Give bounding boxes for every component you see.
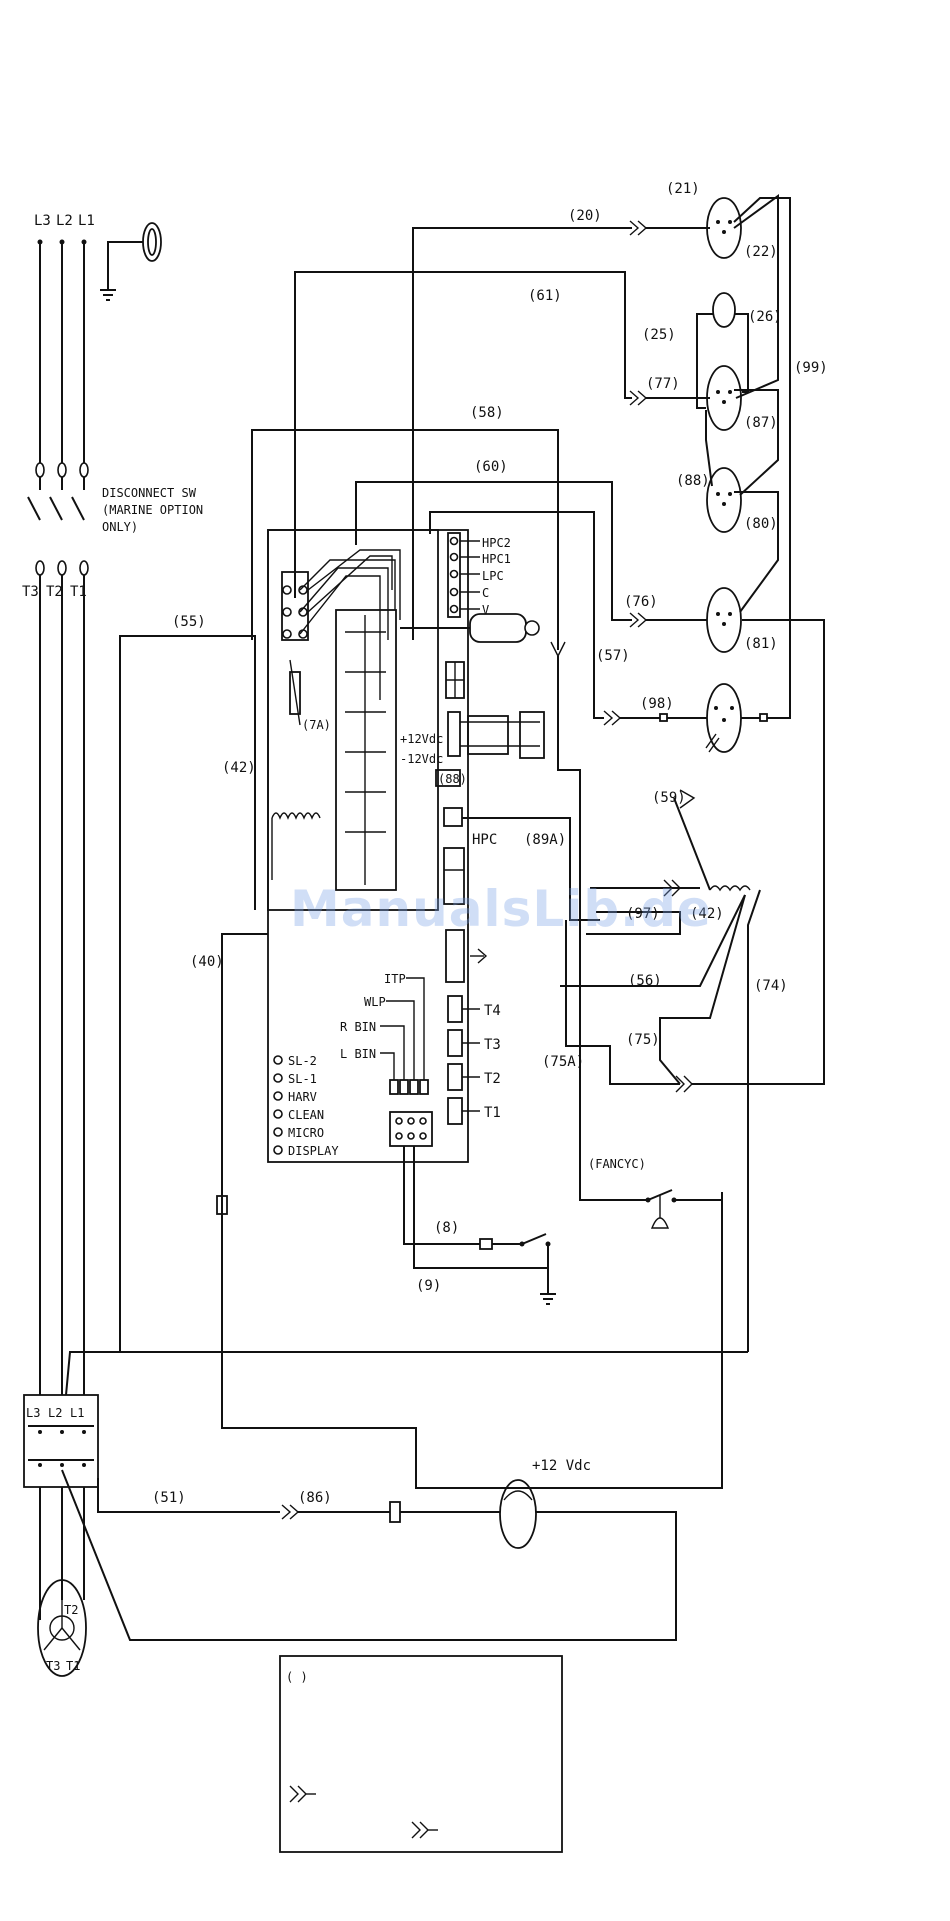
power-supply: L3 L2 L1 DISCONNECT SW (MARINE OPTION ON… <box>22 213 203 1395</box>
wire-8-label: (8) <box>434 1220 459 1236</box>
input-lbin-label: L BIN <box>340 1047 376 1061</box>
wire-7a-label: (7A) <box>302 718 331 732</box>
wire-42-label-right: (42) <box>690 906 724 922</box>
fan-motor: +12 Vdc <box>499 1458 591 1549</box>
wire-21-label: (21) <box>666 181 700 197</box>
wire-98-label: (98) <box>640 696 674 712</box>
wire-86-label: (86) <box>298 1490 332 1506</box>
thermistor-t2-label: T2 <box>484 1071 501 1087</box>
wire-51-label: (51) <box>152 1490 186 1506</box>
led-clean-label: CLEAN <box>288 1108 324 1122</box>
control-board: (7A) HPC2 HPC1 LPC C V +12Vdc -12Vdc (88… <box>267 529 600 1163</box>
load-t3-label: T3 <box>22 584 39 600</box>
wire-25-label: (25) <box>642 327 676 343</box>
wire-60-label: (60) <box>474 459 508 475</box>
right-wiring: (97) (42) (59) (56) (74) (75) (75A) (FAN… <box>120 656 788 1488</box>
wire-55-label: (55) <box>172 614 206 630</box>
wire-89a-label: (89A) <box>524 832 566 848</box>
wire-75a-label: (75A) <box>542 1054 584 1070</box>
hpc-label: HPC <box>472 832 497 848</box>
wire-61-label: (61) <box>528 288 562 304</box>
input-wlp-label: WLP <box>364 995 386 1009</box>
thermistor-t3-label: T3 <box>484 1037 501 1053</box>
fan-voltage-label: +12 Vdc <box>532 1458 591 1474</box>
led-sl2-label: SL-2 <box>288 1054 317 1068</box>
wire-57-label: (57) <box>596 648 630 664</box>
connector-21 <box>706 197 742 259</box>
contactor: L3 L2 L1 (51) (86) <box>23 1351 677 1641</box>
wire-75-label: (75) <box>626 1032 660 1048</box>
wire-22-label: (22) <box>744 244 778 260</box>
left-wiring: (55) (42) (40) <box>119 614 723 1489</box>
top-wiring: (20) (61) (77) (21) (22) (26) (25) (87) … <box>251 181 828 1085</box>
legend-box: ( ) <box>279 1655 563 1853</box>
wire-40-label: (40) <box>190 954 224 970</box>
term-c: C <box>482 586 489 600</box>
thermistor-t4-label: T4 <box>484 1003 501 1019</box>
wire-26-label: (26) <box>748 309 782 325</box>
led-sl1-label: SL-1 <box>288 1072 317 1086</box>
status-leds: SL-2 SL-1 HARV CLEAN MICRO DISPLAY <box>273 1054 339 1158</box>
wire-77-label: (77) <box>646 376 680 392</box>
contactor-l3-label: L3 <box>26 1406 40 1420</box>
wire-20-label: (20) <box>568 208 602 224</box>
wire-80-label: (80) <box>744 516 778 532</box>
ground-symbol <box>100 222 162 301</box>
line-l1-label: L1 <box>78 213 95 229</box>
thermistor-t1-label: T1 <box>484 1105 501 1121</box>
wire-9-label: (9) <box>416 1278 441 1294</box>
wire-88-label-board: (88) <box>438 772 467 786</box>
relay-block <box>345 615 386 885</box>
fancyc-label: (FANCYC) <box>588 1157 646 1171</box>
wire-58-label: (58) <box>470 405 504 421</box>
disconnect-label-1: DISCONNECT SW <box>102 486 197 500</box>
term-hpc1: HPC1 <box>482 552 511 566</box>
connector-87 <box>706 365 742 431</box>
wire-87-label: (87) <box>744 415 778 431</box>
term-v: V <box>482 603 489 617</box>
input-rbin-label: R BIN <box>340 1020 376 1034</box>
motor-t1-label: T1 <box>66 1659 80 1673</box>
legend-bracket-label: ( ) <box>286 1670 308 1684</box>
wire-56-label: (56) <box>628 973 662 989</box>
connector-81 <box>706 587 742 653</box>
wire-81-label: (81) <box>744 636 778 652</box>
connector-80 <box>706 467 742 533</box>
line-l3-label: L3 <box>34 213 51 229</box>
input-itp-label: ITP <box>384 972 406 986</box>
contactor-l1-label: L1 <box>70 1406 84 1420</box>
motor-t2-label: T2 <box>64 1603 78 1617</box>
wire-88-label-top: (88) <box>676 473 710 489</box>
connector-26 <box>712 292 736 328</box>
contactor-l2-label: L2 <box>48 1406 62 1420</box>
wire-97-label: (97) <box>626 906 660 922</box>
led-micro-label: MICRO <box>288 1126 324 1140</box>
compressor-motor: T2 T3 T1 <box>37 1579 87 1677</box>
led-display-label: DISPLAY <box>288 1144 339 1158</box>
line-l2-label: L2 <box>56 213 73 229</box>
motor-t3-label: T3 <box>46 1659 60 1673</box>
wire-76-label: (76) <box>624 594 658 610</box>
load-t1-label: T1 <box>70 584 87 600</box>
minus-12vdc-label: -12Vdc <box>400 752 443 766</box>
load-t2-label: T2 <box>46 584 63 600</box>
plus-12vdc-label: +12Vdc <box>400 732 443 746</box>
led-harv-label: HARV <box>288 1090 317 1104</box>
wire-42-label-left: (42) <box>222 760 256 776</box>
wire-74-label: (74) <box>754 978 788 994</box>
disconnect-label-2: (MARINE OPTION <box>102 503 203 517</box>
term-hpc2: HPC2 <box>482 536 511 550</box>
wire-99-label: (99) <box>794 360 828 376</box>
term-lpc: LPC <box>482 569 504 583</box>
wire-59-label: (59) <box>652 790 686 806</box>
disconnect-label-3: ONLY) <box>102 520 138 534</box>
